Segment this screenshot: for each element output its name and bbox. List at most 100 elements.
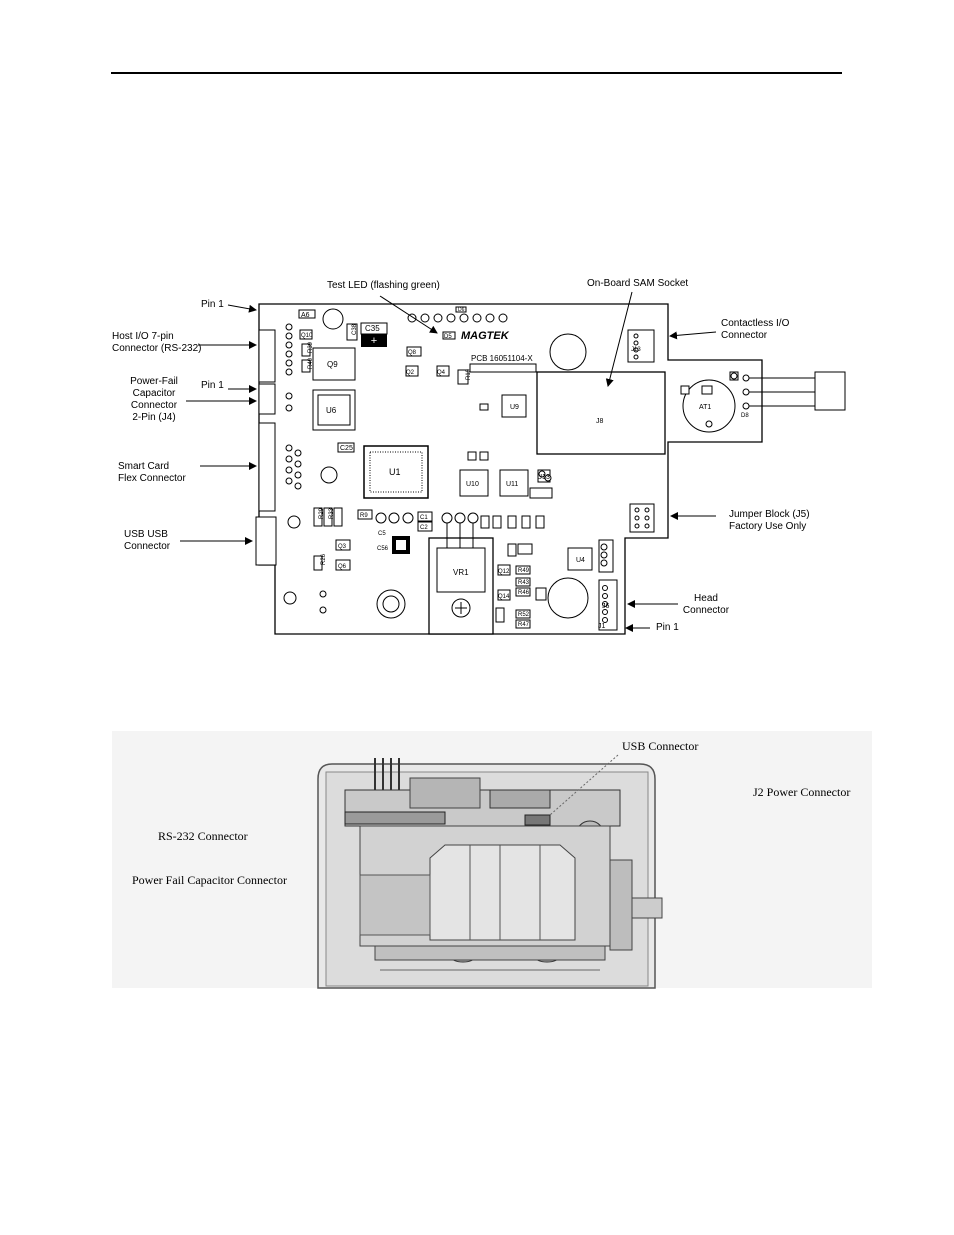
host-io-connector-body (258, 329, 276, 383)
svg-text:R39: R39 (308, 341, 314, 353)
usb-leader-line (549, 754, 619, 816)
u4-chip (567, 547, 593, 571)
arrow-test-led (379, 295, 438, 334)
svg-text:+: + (371, 335, 377, 347)
svg-text:C5: C5 (378, 531, 386, 537)
j13-connector (627, 329, 655, 363)
svg-text:Q9: Q9 (327, 360, 338, 369)
arrow-sam-socket (605, 291, 633, 387)
mounting-hole (549, 333, 587, 371)
svg-text:R52: R52 (518, 612, 530, 618)
contactless-plug (814, 371, 846, 411)
mounting-hole (283, 591, 297, 605)
u11-chip (499, 469, 529, 497)
u6-chip (312, 389, 356, 431)
svg-text:U10: U10 (466, 481, 479, 488)
svg-text:Q8: Q8 (408, 350, 417, 356)
svg-text:C38: C38 (352, 323, 358, 335)
svg-text:Q4: Q4 (437, 370, 446, 376)
svg-text:U4: U4 (576, 557, 585, 564)
photo-j2-label: J2 Power Connector (753, 785, 851, 799)
silkscreen-text: A6 C35 C38 Q9 Q10 R39 R40 Q8 Q2 Q4 R19 U… (301, 307, 749, 630)
mounting-hole (322, 308, 344, 330)
svg-text:AT1: AT1 (699, 404, 711, 411)
svg-text:R29: R29 (319, 507, 325, 519)
svg-text:D6: D6 (458, 307, 465, 313)
u10-chip (459, 469, 489, 497)
pin1-mid-label: Pin 1 (201, 380, 224, 391)
contactless-label: Contactless I/O Connector (721, 318, 790, 341)
head-label: Head Connector (682, 593, 730, 616)
u9-chip (501, 394, 527, 418)
svg-text:J8: J8 (596, 418, 604, 425)
svg-text:U11: U11 (506, 481, 518, 488)
svg-text:Q12: Q12 (498, 569, 510, 575)
test-led-label: Test LED (flashing green) (327, 280, 440, 291)
magtek-logo: MAGTEK (461, 330, 510, 342)
svg-text:R33: R33 (329, 507, 335, 519)
sam-socket (536, 371, 666, 455)
pcb-part-number: PCB 16051104-X (471, 354, 533, 363)
svg-text:A6: A6 (301, 312, 310, 319)
svg-text:J6: J6 (602, 603, 610, 610)
arrow-pin1-top (227, 304, 257, 313)
svg-text:R9: R9 (360, 513, 368, 519)
photo-rs232-label: RS-232 Connector (158, 829, 248, 843)
svg-text:R46: R46 (518, 590, 530, 596)
q9-chip (312, 347, 356, 381)
pin1-top-label: Pin 1 (201, 299, 224, 310)
smart-card-connector-body (258, 422, 276, 512)
svg-text:R43: R43 (518, 580, 530, 586)
part-number-box (469, 363, 537, 373)
svg-text:R26: R26 (321, 553, 327, 565)
svg-text:R40: R40 (308, 357, 314, 369)
d5-led (442, 331, 456, 340)
power-fail-connector-body (258, 383, 276, 415)
svg-text:Q2: Q2 (406, 370, 415, 376)
svg-text:C56: C56 (377, 546, 389, 552)
svg-text:U9: U9 (510, 404, 519, 411)
svg-text:VR1: VR1 (453, 568, 469, 577)
svg-text:Q6: Q6 (338, 564, 347, 570)
host-io-label: Host I/O 7-pin Connector (RS-232) (112, 331, 202, 354)
header-rule (111, 72, 842, 74)
mounting-hole (320, 466, 338, 484)
photo-usb-label: USB Connector (622, 739, 699, 753)
svg-text:U13: U13 (537, 474, 550, 481)
led-row (407, 313, 508, 323)
svg-text:D8: D8 (741, 413, 749, 419)
svg-text:R49: R49 (518, 568, 530, 574)
contactless-wires (742, 374, 815, 410)
jumper-label: Jumper Block (J5) Factory Use Only (729, 509, 810, 532)
svg-text:R47: R47 (518, 622, 530, 628)
usb-label: USB USB Connector (124, 529, 171, 552)
smart-card-label: Smart Card Flex Connector (118, 461, 186, 484)
u1-chip (363, 445, 429, 499)
sam-socket-label: On-Board SAM Socket (587, 278, 689, 289)
mounting-hole (287, 515, 301, 529)
svg-text:C2: C2 (420, 525, 428, 531)
battery-at1 (682, 379, 736, 433)
svg-text:D5: D5 (444, 334, 452, 340)
svg-text:R19: R19 (466, 368, 472, 380)
pin1-bottom-label: Pin 1 (656, 622, 679, 633)
usb-connector-body (255, 516, 277, 566)
svg-text:J1: J1 (598, 623, 606, 630)
svg-text:C35: C35 (365, 324, 380, 333)
svg-text:C25: C25 (340, 445, 353, 452)
svg-text:Q14: Q14 (498, 594, 510, 600)
photo-power-fail-label: Power Fail Capacitor Connector (132, 873, 287, 887)
svg-text:Q3: Q3 (338, 544, 347, 550)
svg-text:C1: C1 (420, 515, 428, 521)
svg-text:J13: J13 (631, 347, 641, 353)
svg-text:U1: U1 (389, 467, 401, 477)
arrow-contactless (669, 331, 717, 340)
power-fail-label: Power-Fail Capacitor Connector 2-Pin (J4… (130, 376, 178, 423)
svg-text:U6: U6 (326, 406, 337, 415)
pin-column (285, 323, 327, 614)
jumper-block (629, 503, 655, 533)
svg-text:Q10: Q10 (301, 333, 313, 339)
mounting-hole (547, 577, 589, 619)
